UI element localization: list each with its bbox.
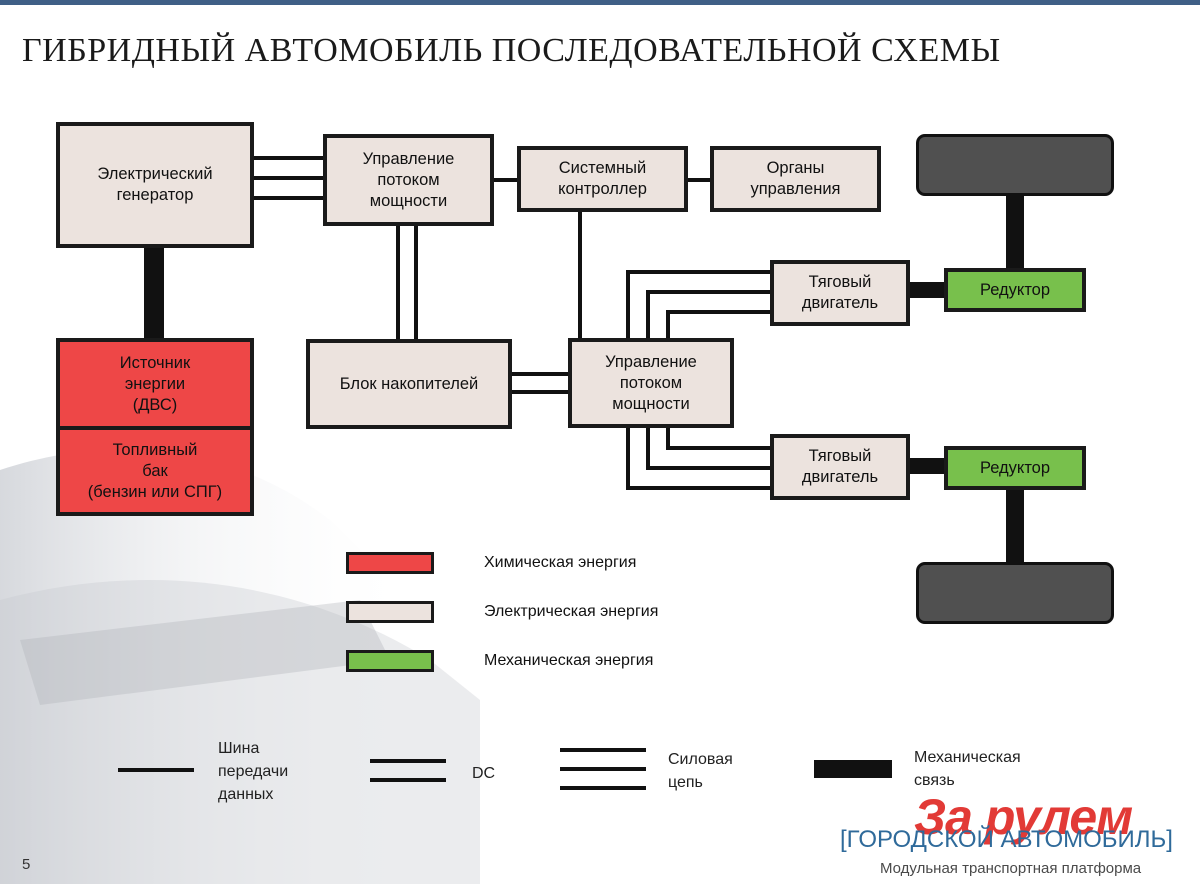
power-line <box>626 426 772 490</box>
power-line <box>646 290 772 340</box>
power-line <box>666 310 772 340</box>
mechanical-link <box>908 458 948 474</box>
mechanical-link-symbol <box>814 760 892 778</box>
legend-swatch-electrical <box>346 601 434 623</box>
reducer-1-block: Редуктор <box>944 268 1086 312</box>
power-line <box>666 426 772 450</box>
wheel-top <box>916 134 1114 196</box>
legend-swatch-chemical <box>346 552 434 574</box>
reducer-2-block: Редуктор <box>944 446 1086 490</box>
mechanical-link <box>1006 486 1024 566</box>
mechanical-link <box>908 282 948 298</box>
wheel-bottom <box>916 562 1114 624</box>
page-number: 5 <box>22 856 31 873</box>
brand-logo: За рулем <box>914 789 1133 845</box>
program-logo: [ГОРОДСКОЙ АВТОМОБИЛЬ] <box>840 826 1173 853</box>
logo-tagline: Модульная транспортная платформа <box>880 860 1142 877</box>
legend-label-mechanical: Механическая энергия <box>484 652 654 669</box>
power-line <box>646 426 772 470</box>
top-accent-bar <box>0 0 1200 5</box>
mechanical-link <box>144 246 164 340</box>
page-title: ГИБРИДНЫЙ АВТОМОБИЛЬ ПОСЛЕДОВАТЕЛЬНОЙ СХ… <box>22 32 1001 69</box>
storage-block: Блок накопителей <box>306 339 512 429</box>
power-line <box>626 270 772 340</box>
legend-label-chemical: Химическая энергия <box>484 554 637 571</box>
legend-swatch-mechanical <box>346 650 434 672</box>
mechanical-link <box>1006 194 1024 270</box>
key-label-dc: DC <box>472 765 496 782</box>
legend-label-electrical: Электрическая энергия <box>484 603 659 620</box>
